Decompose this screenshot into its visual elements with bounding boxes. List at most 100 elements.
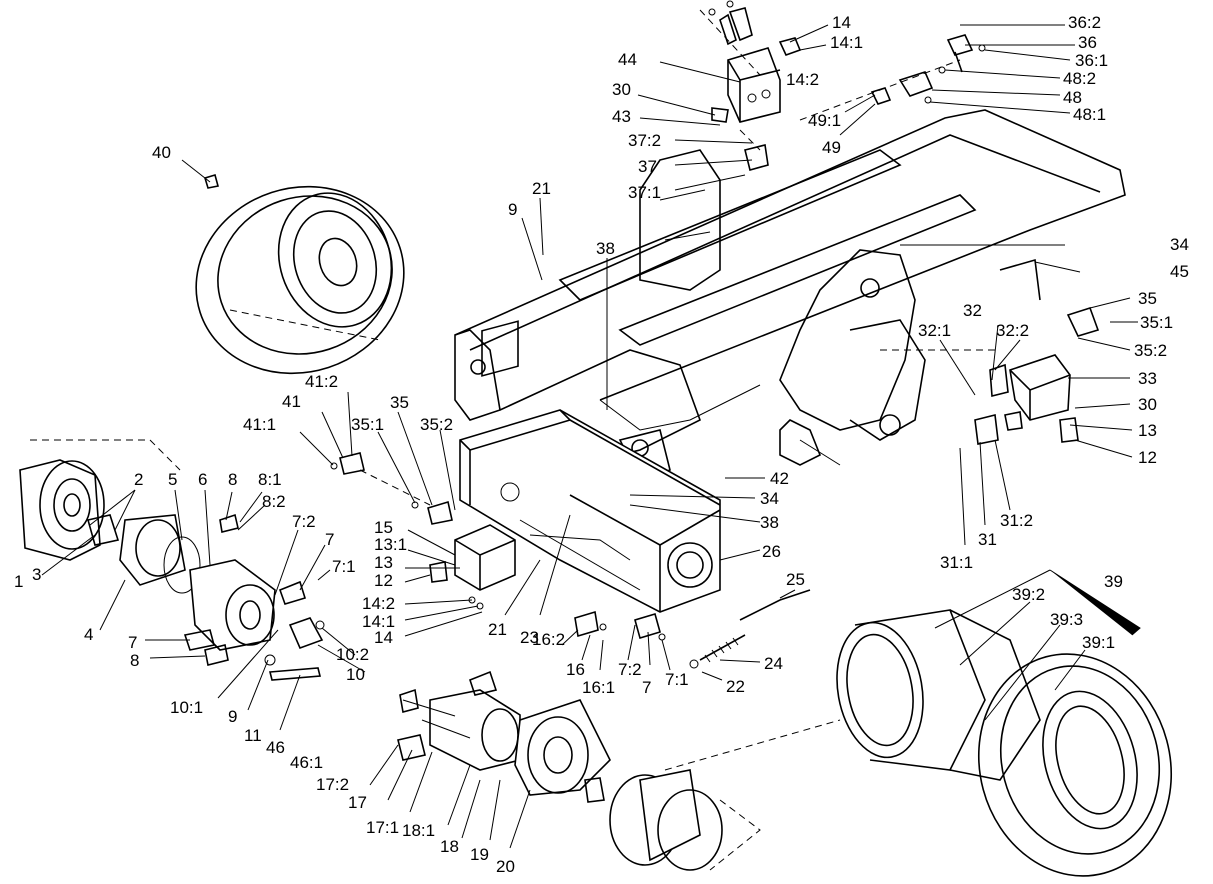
callout-label: 31:1 — [940, 553, 973, 572]
callout-label: 41 — [282, 392, 301, 411]
callout-label: 32:1 — [918, 321, 951, 340]
callout-label: 10 — [346, 665, 365, 684]
callout-label: 5 — [168, 470, 177, 489]
callout-label: 39:1 — [1082, 633, 1115, 652]
callout-label: 3 — [32, 565, 41, 584]
wheel-40 — [195, 173, 405, 375]
callout-label: 37:1 — [628, 183, 661, 202]
callout-label: 34 — [760, 489, 779, 508]
callout-label: 8 — [130, 651, 139, 670]
callout-label: 7 — [642, 678, 651, 697]
callout-label: 15 — [374, 518, 393, 537]
callout-label: 38 — [760, 513, 779, 532]
callout-label: 37 — [638, 157, 657, 176]
callout-label: 30 — [1138, 395, 1157, 414]
left-wheel-motor — [19, 439, 276, 651]
callout-label: 8:2 — [262, 492, 286, 511]
callout-label: 35 — [390, 393, 409, 412]
callout-label: 7:2 — [292, 512, 316, 531]
callout-label: 14:2 — [786, 70, 819, 89]
callout-label: 32:2 — [996, 321, 1029, 340]
callout-label: 16:2 — [532, 630, 565, 649]
callout-label: 12 — [1138, 448, 1157, 467]
callout-label: 21 — [488, 620, 507, 639]
callout-label: 10:1 — [170, 698, 203, 717]
fittings-16-7 — [574, 610, 666, 641]
callout-label: 36 — [1078, 33, 1097, 52]
callout-label: 6 — [198, 470, 207, 489]
callout-label: 46 — [266, 738, 285, 757]
bottom-wheel-motor — [397, 670, 761, 871]
callout-label: 17 — [348, 793, 367, 812]
callout-label: 35:1 — [1140, 313, 1173, 332]
callout-label: 1 — [14, 572, 23, 591]
callout-label: 49 — [822, 138, 841, 157]
callout-label: 39:2 — [1012, 585, 1045, 604]
callout-label: 41:1 — [243, 415, 276, 434]
callout-label: 36:1 — [1075, 51, 1108, 70]
callout-label: 21 — [532, 179, 551, 198]
callout-label: 14:2 — [362, 594, 395, 613]
callout-label: 36:2 — [1068, 13, 1101, 32]
axle-housing — [459, 320, 721, 613]
callout-label: 44 — [618, 50, 637, 69]
callout-label: 31:2 — [1000, 511, 1033, 530]
callout-label: 34 — [1170, 235, 1189, 254]
callout-label: 40 — [152, 143, 171, 162]
callout-label: 14 — [832, 13, 851, 32]
callout-label: 17:2 — [316, 775, 349, 794]
callout-label: 7 — [325, 530, 334, 549]
callout-label: 38 — [596, 239, 615, 258]
callout-label: 39:3 — [1050, 610, 1083, 629]
callout-label: 8 — [228, 470, 237, 489]
callout-label: 2 — [134, 470, 143, 489]
callout-label: 25 — [786, 570, 805, 589]
frame-assembly — [454, 109, 1126, 481]
valve-block-44 — [699, 0, 802, 171]
callout-label: 35 — [1138, 289, 1157, 308]
callout-label: 32 — [963, 301, 982, 320]
callout-label: 14 — [374, 628, 393, 647]
callout-label: 39 — [1104, 572, 1123, 591]
callout-label: 26 — [762, 542, 781, 561]
left-fittings — [183, 513, 325, 681]
cable-spring — [689, 589, 811, 669]
callout-label: 11 — [244, 726, 262, 745]
callout-label: 13:1 — [374, 535, 407, 554]
callout-label: 20 — [496, 857, 515, 876]
callout-label: 7:1 — [665, 670, 689, 689]
callout-label: 7:1 — [332, 557, 356, 576]
callout-label: 8:1 — [258, 470, 282, 489]
callout-labels: 14 14:1 44 14:2 30 43 37:2 37 37:1 36:2 … — [14, 13, 1189, 876]
callout-label: 35:2 — [1134, 341, 1167, 360]
callout-label: 30 — [612, 80, 631, 99]
callout-label: 23 — [520, 628, 539, 647]
callout-label: 16 — [566, 660, 585, 679]
fittings-36-48 — [799, 34, 986, 121]
callout-label: 35:2 — [420, 415, 453, 434]
callout-label: 24 — [764, 654, 783, 673]
callout-label: 42 — [770, 469, 789, 488]
valve-block-15 — [429, 524, 516, 610]
bracket-39 — [934, 569, 1141, 636]
callout-label: 7:2 — [618, 660, 642, 679]
callout-label: 16:1 — [582, 678, 615, 697]
callout-label: 45 — [1170, 262, 1189, 281]
callout-label: 7 — [128, 633, 137, 652]
callout-label: 48 — [1063, 88, 1082, 107]
callout-label: 31 — [978, 530, 997, 549]
callout-label: 43 — [612, 107, 631, 126]
wheel-39 — [664, 609, 1173, 877]
callout-label: 18:1 — [402, 821, 435, 840]
callout-label: 14:1 — [362, 612, 395, 631]
callout-label: 10:2 — [336, 645, 369, 664]
callout-label: 18 — [440, 837, 459, 856]
callout-label: 17:1 — [366, 818, 399, 837]
callout-label: 48:2 — [1063, 69, 1096, 88]
callout-label: 19 — [470, 845, 489, 864]
callout-label: 37:2 — [628, 131, 661, 150]
leader-lines — [41, 24, 1138, 849]
callout-label: 14:1 — [830, 33, 863, 52]
callout-label: 48:1 — [1073, 105, 1106, 124]
